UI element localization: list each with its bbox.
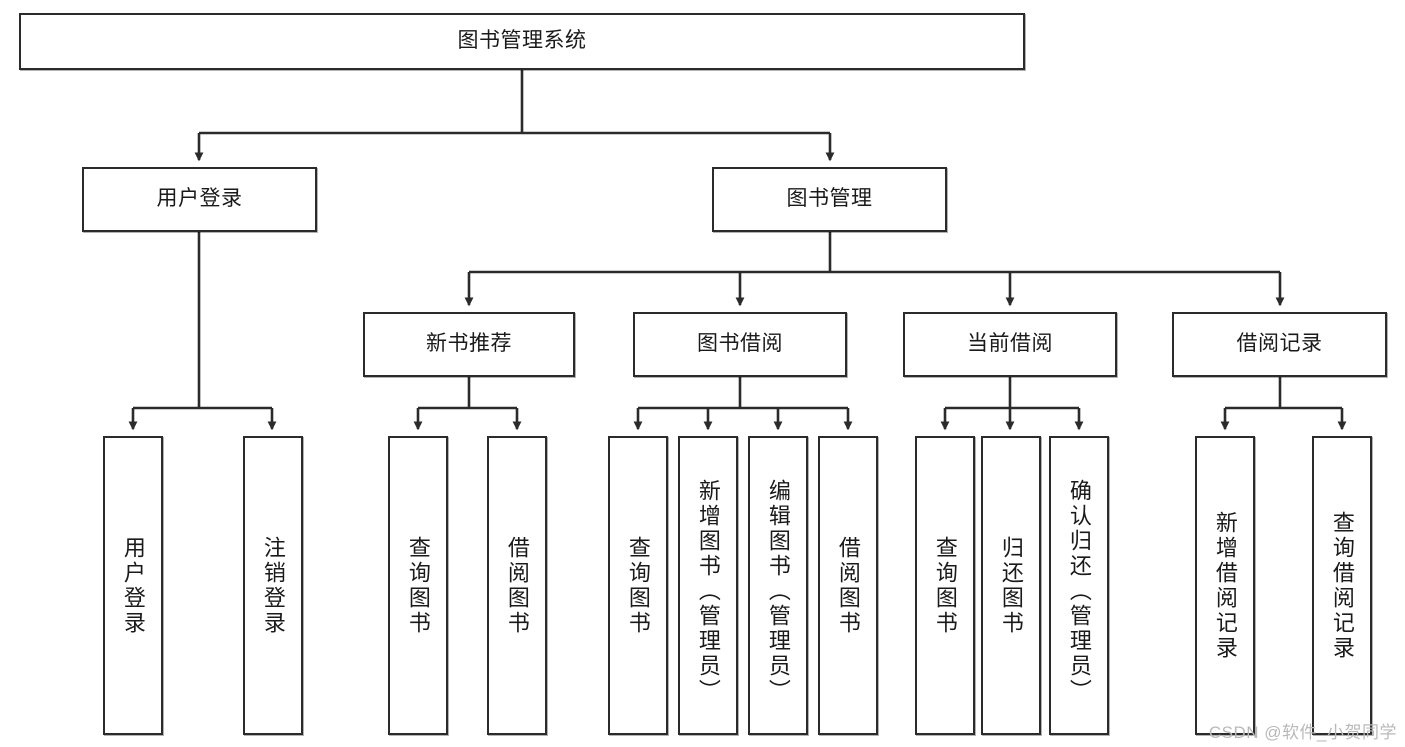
node-label: 借阅图书: [504, 535, 530, 636]
leaf-query-book-recommend[interactable]: 查询图书: [388, 436, 448, 735]
node-label: 用户登录: [156, 187, 243, 211]
node-label: 用户登录: [120, 535, 146, 636]
node-label: 图书管理系统: [457, 29, 587, 53]
node-label: 图书管理: [786, 187, 873, 211]
leaf-query-book-borrow[interactable]: 查询图书: [608, 436, 668, 735]
leaf-logout[interactable]: 注销登录: [243, 436, 303, 735]
node-label: 确认归还（管理员）: [1066, 479, 1092, 704]
leaf-query-book-current[interactable]: 查询图书: [915, 436, 975, 735]
node-current-borrow[interactable]: 当前借阅: [903, 312, 1117, 377]
node-label: 查询图书: [405, 535, 431, 636]
leaf-add-borrow-record[interactable]: 新增借阅记录: [1195, 436, 1255, 735]
node-label: 归还图书: [998, 535, 1024, 636]
node-book-borrow[interactable]: 图书借阅: [633, 312, 847, 377]
node-label: 借阅记录: [1236, 332, 1323, 356]
node-borrow-record[interactable]: 借阅记录: [1172, 312, 1387, 377]
node-new-book-recommend[interactable]: 新书推荐: [363, 312, 575, 377]
node-label: 新增图书（管理员）: [695, 479, 721, 704]
node-label: 编辑图书（管理员）: [765, 479, 791, 704]
node-label: 借阅图书: [835, 535, 861, 636]
node-label: 新书推荐: [426, 332, 512, 356]
node-label: 注销登录: [260, 535, 286, 636]
node-label: 图书借阅: [697, 332, 783, 356]
node-label: 查询图书: [932, 535, 958, 636]
node-label: 查询图书: [625, 535, 651, 636]
leaf-return-book[interactable]: 归还图书: [981, 436, 1041, 735]
node-root-system[interactable]: 图书管理系统: [19, 13, 1025, 70]
node-label: 新增借阅记录: [1212, 510, 1238, 661]
leaf-borrow-book[interactable]: 借阅图书: [818, 436, 878, 735]
leaf-user-login[interactable]: 用户登录: [103, 436, 163, 735]
leaf-edit-book[interactable]: 编辑图书（管理员）: [748, 436, 808, 735]
leaf-query-borrow-record[interactable]: 查询借阅记录: [1312, 436, 1372, 735]
leaf-add-book[interactable]: 新增图书（管理员）: [678, 436, 738, 735]
node-label: 当前借阅: [967, 332, 1053, 356]
node-user-login[interactable]: 用户登录: [82, 167, 317, 232]
leaf-borrow-book-recommend[interactable]: 借阅图书: [487, 436, 547, 735]
node-label: 查询借阅记录: [1329, 510, 1355, 661]
csdn-watermark: CSDN @软件_小贺同学: [1208, 723, 1397, 742]
leaf-confirm-return[interactable]: 确认归还（管理员）: [1049, 436, 1109, 735]
node-book-management[interactable]: 图书管理: [712, 167, 947, 232]
